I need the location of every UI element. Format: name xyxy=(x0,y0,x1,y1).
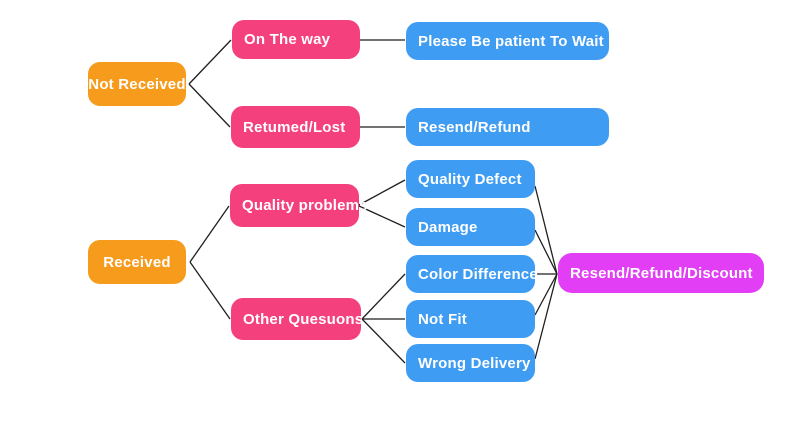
edge-other-questions-wrong-delivery xyxy=(361,318,406,364)
edge-not-received-returned-lost xyxy=(188,83,231,128)
node-color-difference: Color Difference xyxy=(406,255,538,293)
node-quality-defect: Quality Defect xyxy=(406,160,535,198)
node-on-the-way: On The way xyxy=(232,20,360,59)
node-resend-refund-discount: Resend/Refund/Discount xyxy=(558,253,764,293)
edge-damage-outcome xyxy=(534,229,558,275)
node-damage: Damage xyxy=(406,208,535,246)
node-wrong-delivery: Wrong Delivery xyxy=(406,344,535,382)
edge-wrong-delivery-outcome xyxy=(534,273,558,360)
node-returned-lost: Retumed/Lost xyxy=(231,106,360,148)
edge-other-questions-color-difference xyxy=(361,273,406,320)
edge-not-fit-outcome xyxy=(534,273,558,316)
edge-quality-defect-outcome xyxy=(534,185,558,275)
edge-received-quality-problems xyxy=(189,205,230,263)
node-resend-refund: Resend/Refund xyxy=(406,108,609,146)
edge-quality-problems-quality-defect xyxy=(358,179,406,206)
node-other-questions: Other Quesuons xyxy=(231,298,363,340)
node-received: Received xyxy=(88,240,186,284)
edge-received-other-questions xyxy=(189,261,231,320)
node-not-fit: Not Fit xyxy=(406,300,535,338)
edge-not-received-on-the-way xyxy=(188,39,232,85)
edge-quality-problems-damage xyxy=(358,205,406,228)
node-not-received: Not Received xyxy=(88,62,186,106)
node-please-be-patient: Please Be patient To Wait xyxy=(406,22,609,60)
node-quality-problems: Quality problems xyxy=(230,184,368,227)
